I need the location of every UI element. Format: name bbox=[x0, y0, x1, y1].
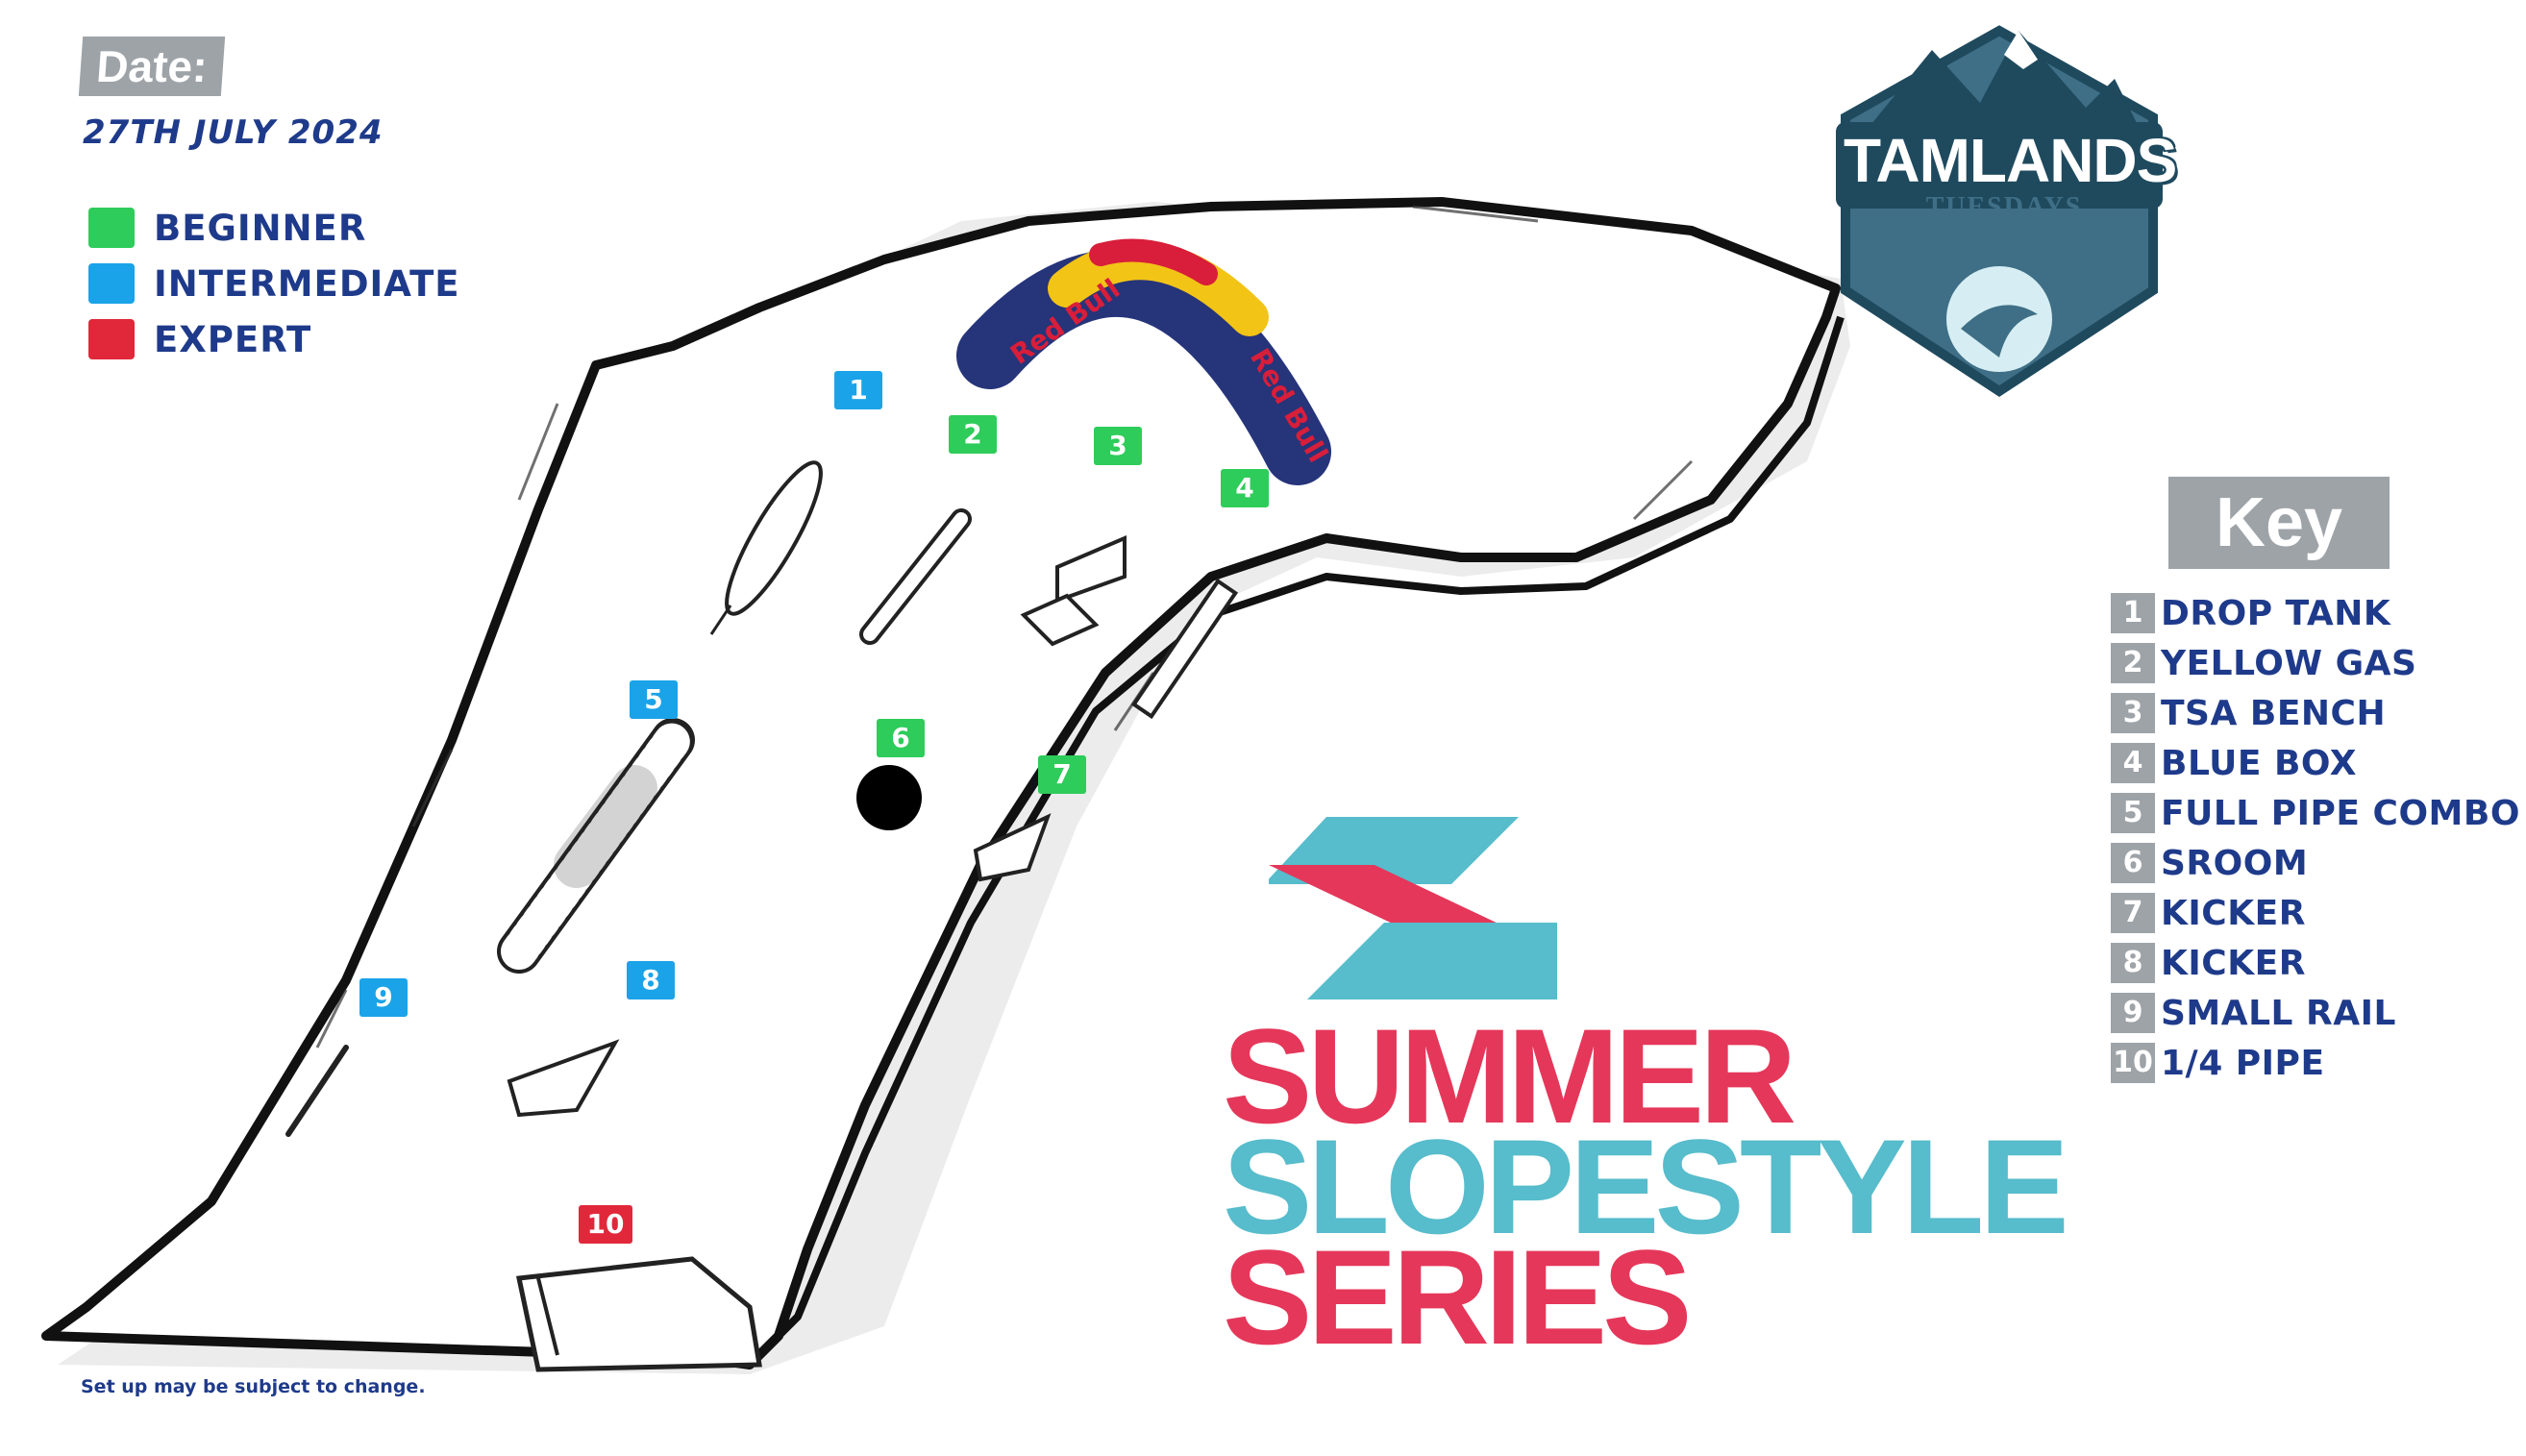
key-number: 9 bbox=[2111, 993, 2155, 1033]
key-label: SROOM bbox=[2161, 843, 2309, 883]
feature-kicker-7 bbox=[973, 813, 1052, 882]
key-number: 1 bbox=[2111, 593, 2155, 633]
logo-banner bbox=[1836, 122, 2163, 209]
feature-quarter-pipe bbox=[515, 1256, 762, 1372]
legend-beginner: BEGINNER bbox=[88, 204, 366, 252]
series-emblem bbox=[1269, 817, 1557, 999]
marker-5: 5 bbox=[630, 680, 678, 719]
feature-small-rail bbox=[285, 1045, 349, 1137]
marker-4: 4 bbox=[1221, 469, 1269, 507]
red-bull-arch bbox=[956, 238, 1331, 485]
feature-full-pipe-combo bbox=[497, 718, 695, 974]
legend-intermediate: INTERMEDIATE bbox=[88, 259, 460, 308]
feature-kicker-8 bbox=[507, 1039, 620, 1118]
series-word-series: SERIES bbox=[1223, 1222, 1693, 1372]
marker-2: 2 bbox=[949, 415, 997, 454]
key-label: YELLOW GAS bbox=[2161, 643, 2417, 683]
feature-sroom bbox=[856, 765, 922, 830]
marker-6: 6 bbox=[877, 719, 925, 757]
key-title: Key bbox=[2168, 477, 2390, 569]
emblem-bottom-stripe bbox=[1307, 923, 1557, 999]
logo-subtitle: TUESDAYS bbox=[1925, 192, 2083, 222]
expert-swatch bbox=[88, 319, 135, 359]
logo-wave-icon bbox=[1961, 305, 2038, 358]
logo-title: TAMLANDS bbox=[1844, 126, 2177, 195]
key-label: KICKER bbox=[2161, 893, 2306, 933]
marker-9: 9 bbox=[359, 978, 408, 1017]
marker-3: 3 bbox=[1094, 427, 1142, 465]
series-word-summer: SUMMER bbox=[1223, 1000, 1796, 1151]
key-number: 3 bbox=[2111, 693, 2155, 733]
date-label: Date: bbox=[78, 37, 226, 96]
key-label: KICKER bbox=[2161, 943, 2306, 983]
feature-drop-tank bbox=[709, 460, 823, 635]
key-number: 7 bbox=[2111, 893, 2155, 933]
key-label: BLUE BOX bbox=[2161, 743, 2357, 783]
key-label: DROP TANK bbox=[2161, 593, 2391, 633]
sketch-strokes bbox=[315, 205, 1694, 1049]
key-number: 8 bbox=[2111, 943, 2155, 983]
tamlands-logo bbox=[1836, 25, 2163, 397]
beginner-swatch bbox=[88, 208, 135, 248]
series-word-slopestyle: SLOPESTYLE bbox=[1223, 1111, 2069, 1262]
legend-label: INTERMEDIATE bbox=[154, 262, 460, 305]
key-label: 1/4 PIPE bbox=[2161, 1043, 2325, 1083]
course-surface bbox=[41, 197, 1841, 1370]
key-number: 10 bbox=[2111, 1043, 2155, 1083]
key-label: FULL PIPE COMBO bbox=[2161, 793, 2520, 833]
marker-8: 8 bbox=[627, 961, 675, 999]
key-number: 5 bbox=[2111, 793, 2155, 833]
legend-label: BEGINNER bbox=[154, 207, 367, 249]
marker-7: 7 bbox=[1038, 755, 1086, 794]
key-label: SMALL RAIL bbox=[2161, 993, 2396, 1033]
feature-tsa-bench bbox=[1020, 534, 1127, 647]
marker-1: 1 bbox=[834, 371, 882, 409]
intermediate-swatch bbox=[88, 263, 135, 304]
disclaimer: Set up may be subject to change. bbox=[81, 1376, 426, 1397]
key-number: 6 bbox=[2111, 843, 2155, 883]
snow-cap-icon bbox=[2004, 31, 2038, 69]
course-edge bbox=[747, 315, 1845, 1368]
feature-yellow-gas bbox=[859, 508, 972, 645]
key-number: 2 bbox=[2111, 643, 2155, 683]
legend-label: EXPERT bbox=[154, 318, 312, 360]
feature-blue-box bbox=[1130, 578, 1239, 720]
marker-10: 10 bbox=[579, 1205, 632, 1244]
key-number: 4 bbox=[2111, 743, 2155, 783]
event-date: 27TH JULY 2024 bbox=[83, 113, 384, 152]
key-label: TSA BENCH bbox=[2161, 693, 2387, 733]
legend-expert: EXPERT bbox=[88, 315, 311, 363]
